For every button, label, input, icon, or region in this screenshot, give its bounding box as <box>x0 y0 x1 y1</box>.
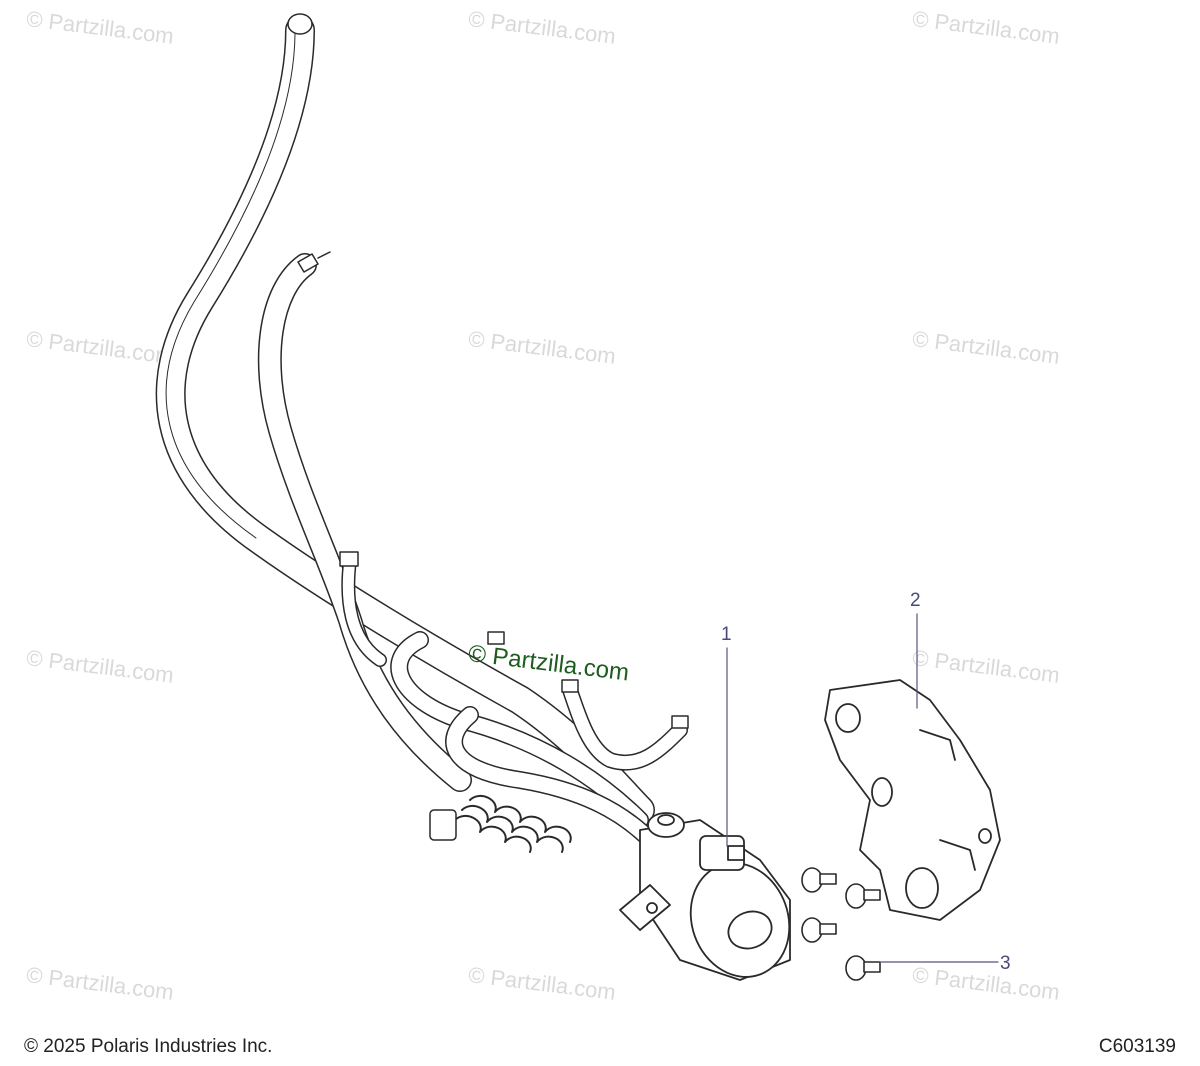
long-hose <box>155 13 655 825</box>
fuel-pump <box>619 812 791 981</box>
pump-bracket <box>824 679 1001 921</box>
diagram-id: C603139 <box>1098 1036 1176 1057</box>
coil-spring <box>429 794 572 853</box>
callout-lines <box>726 613 999 963</box>
mounting-bolts <box>801 867 881 981</box>
fuel-lines <box>339 551 689 849</box>
vent-hose <box>257 251 472 792</box>
copyright-text: © 2025 Polaris Industries Inc. <box>24 1036 273 1057</box>
callout-2: 2 <box>910 590 921 611</box>
callout-1: 1 <box>721 624 732 645</box>
callout-3: 3 <box>1000 953 1011 974</box>
